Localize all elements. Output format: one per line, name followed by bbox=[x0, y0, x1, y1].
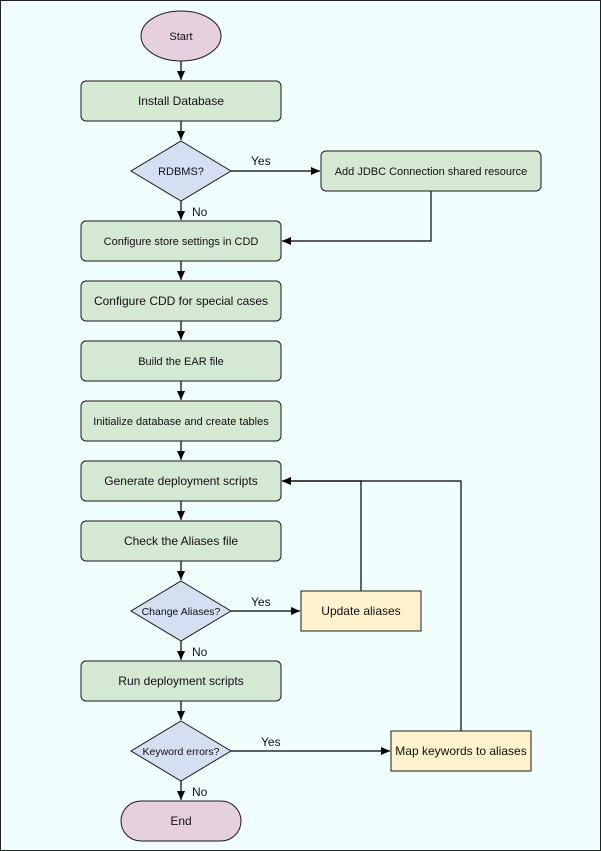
aliases-yes-label: Yes bbox=[251, 595, 271, 609]
rdbms-yes-label: Yes bbox=[251, 154, 271, 168]
keyword-no-label: No bbox=[192, 785, 208, 799]
build-ear-label: Build the EAR file bbox=[138, 356, 224, 368]
rdbms-decision: RDBMS? bbox=[130, 140, 232, 202]
configure-store-step: Configure store settings in CDD bbox=[80, 220, 282, 262]
end-terminal: End bbox=[120, 800, 242, 842]
start-label: Start bbox=[169, 31, 192, 43]
install-database-label: Install Database bbox=[138, 94, 224, 108]
start-terminal: Start bbox=[140, 10, 222, 62]
add-jdbc-step: Add JDBC Connection shared resource bbox=[320, 150, 542, 192]
check-aliases-step: Check the Aliases file bbox=[80, 520, 282, 562]
configure-store-label: Configure store settings in CDD bbox=[104, 236, 259, 248]
run-scripts-step: Run deployment scripts bbox=[80, 660, 282, 702]
change-aliases-label: Change Aliases? bbox=[142, 606, 221, 618]
edge-update-generate bbox=[282, 477, 362, 591]
install-database-step: Install Database bbox=[80, 80, 282, 122]
run-scripts-label: Run deployment scripts bbox=[118, 674, 243, 688]
initialize-database-label: Initialize database and create tables bbox=[93, 416, 269, 428]
keyword-errors-label: Keyword errors? bbox=[142, 746, 219, 758]
add-jdbc-label: Add JDBC Connection shared resource bbox=[335, 166, 528, 178]
configure-cdd-label: Configure CDD for special cases bbox=[94, 294, 268, 308]
configure-cdd-step: Configure CDD for special cases bbox=[80, 280, 282, 322]
edge-map-generate bbox=[282, 477, 462, 731]
map-keywords-step: Map keywords to aliases bbox=[390, 730, 532, 772]
generate-scripts-step: Generate deployment scripts bbox=[80, 460, 282, 502]
keyword-yes-label: Yes bbox=[261, 735, 281, 749]
check-aliases-label: Check the Aliases file bbox=[124, 534, 238, 548]
rdbms-no-label: No bbox=[192, 205, 208, 219]
rdbms-label: RDBMS? bbox=[158, 166, 204, 178]
generate-scripts-label: Generate deployment scripts bbox=[104, 474, 257, 488]
map-keywords-label: Map keywords to aliases bbox=[395, 744, 526, 758]
initialize-database-step: Initialize database and create tables bbox=[80, 400, 282, 442]
edge-jdbc-store bbox=[282, 191, 432, 245]
end-label: End bbox=[170, 814, 191, 828]
keyword-errors-decision: Keyword errors? bbox=[130, 720, 232, 782]
build-ear-step: Build the EAR file bbox=[80, 340, 282, 382]
update-aliases-label: Update aliases bbox=[321, 604, 400, 618]
change-aliases-decision: Change Aliases? bbox=[130, 580, 232, 642]
update-aliases-step: Update aliases bbox=[300, 590, 422, 632]
connectors bbox=[177, 61, 462, 800]
aliases-no-label: No bbox=[192, 645, 208, 659]
